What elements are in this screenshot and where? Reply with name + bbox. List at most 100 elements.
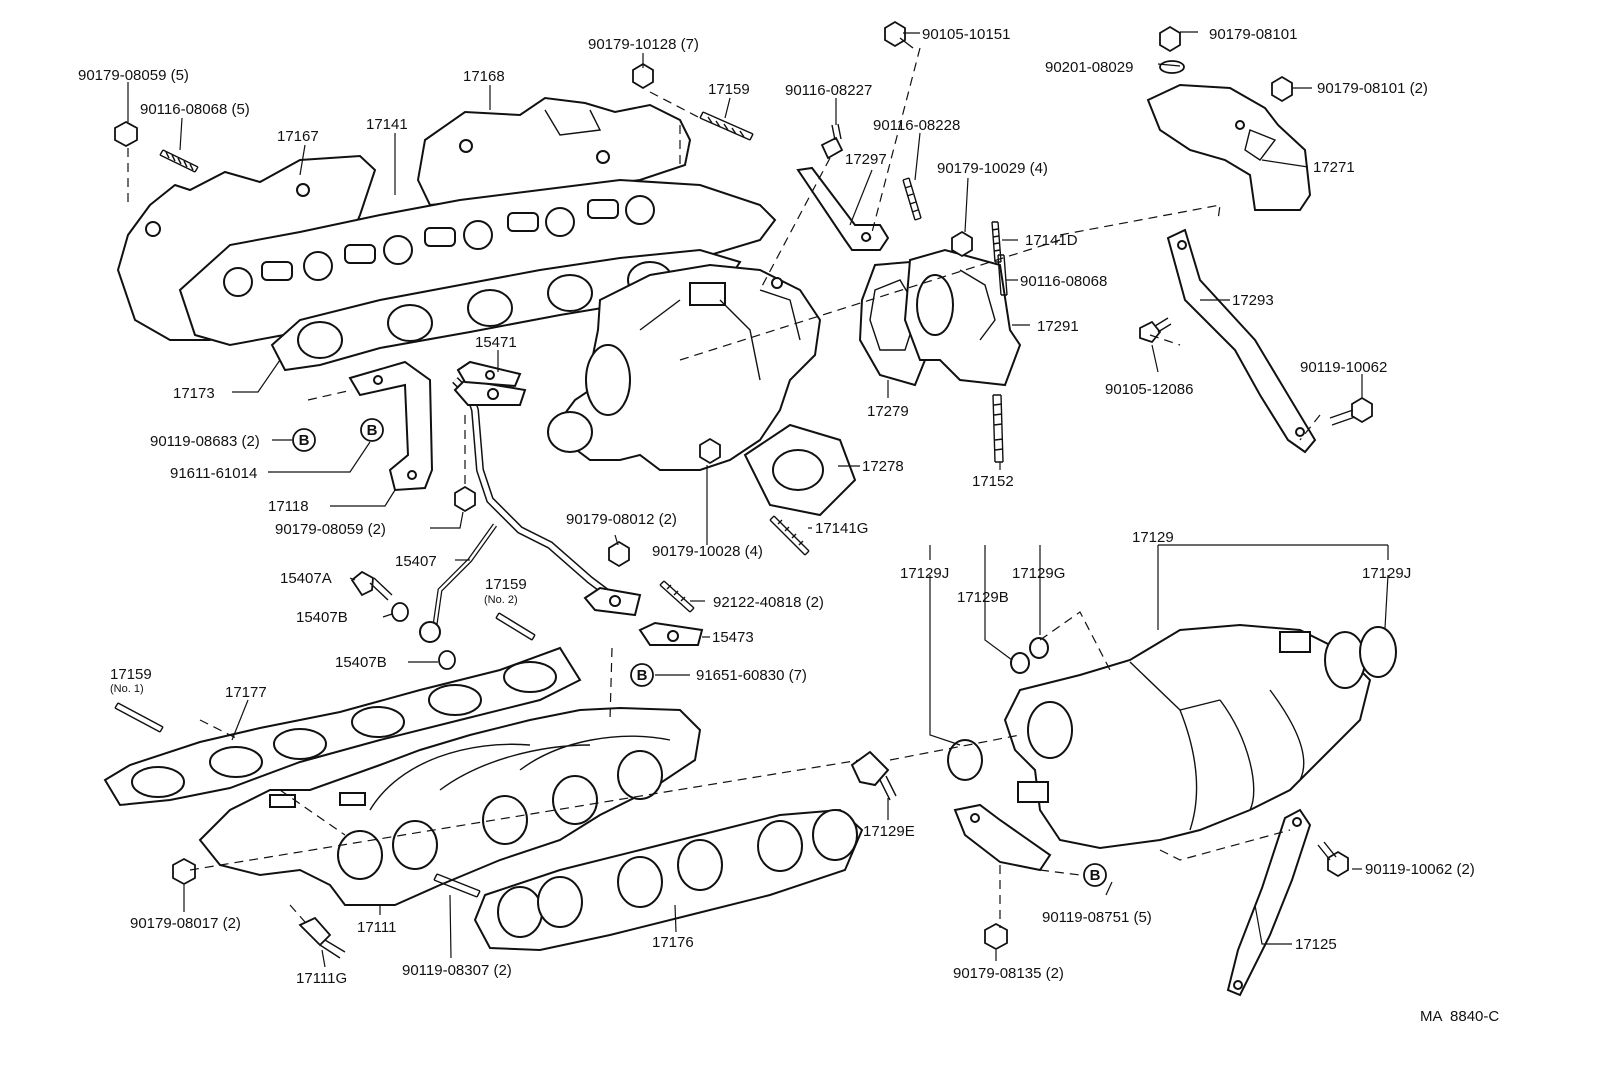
nut-90179-08101-icon [1159, 25, 1181, 53]
nut-90179-08059-2-icon [454, 485, 476, 513]
bracket-17297 [796, 166, 890, 251]
cap-17129J-right-icon [1359, 626, 1397, 678]
intake-gasket-17176 [473, 808, 864, 952]
label-17291: 17291 [1037, 318, 1079, 335]
stud-90116-08068b-icon [997, 254, 1008, 296]
label-17173: 17173 [173, 385, 215, 402]
label-17129B: 17129B [957, 589, 1009, 606]
stud-17159-icon [699, 111, 754, 141]
union-17111G-icon [298, 916, 346, 959]
label-17141G: 17141G [815, 520, 868, 537]
label-15407A: 15407A [280, 570, 332, 587]
stud-90116-08068-icon [159, 149, 199, 173]
stay-17293 [1166, 228, 1317, 454]
label-90119-08307-2: 90119-08307 (2) [402, 962, 512, 979]
union-17129E-icon [850, 750, 897, 801]
washer-90201-08029-icon [1159, 60, 1185, 74]
nut-90179-10029-icon [951, 230, 973, 258]
label-90179-08012-2: 90179-08012 (2) [566, 511, 677, 528]
label-17129J-b: 17129J [1362, 565, 1411, 582]
callout-b-91651-60830: B [630, 663, 654, 687]
label-17141: 17141 [366, 116, 408, 133]
label-90179-08135-2: 90179-08135 (2) [953, 965, 1064, 982]
intake-manifold-17111 [198, 706, 702, 906]
label-90119-10062-2: 90119-10062 (2) [1365, 861, 1475, 878]
label-90179-10128-7: 90179-10128 (7) [588, 36, 699, 53]
label-17129E: 17129E [863, 823, 915, 840]
stud-17159-no2-icon [495, 612, 536, 641]
nut-90179-08059-icon [114, 120, 138, 148]
callout-b-90119-08683: B [292, 428, 316, 452]
callout-b-91611-61014: B [360, 418, 384, 442]
label-90119-08683-2: 90119-08683 (2) [150, 433, 260, 450]
gasket-15471 [456, 360, 522, 388]
callout-b-text-1: B [299, 432, 310, 449]
part-labels: 90179-08059 (5) 90116-08068 (5) 17168 17… [78, 26, 1499, 1025]
label-15407: 15407 [395, 553, 437, 570]
stay-17125 [1226, 808, 1312, 997]
label-17129G: 17129G [1012, 565, 1065, 582]
label-17159-no2-sub: (No. 2) [484, 594, 518, 606]
callout-b-text-2: B [367, 422, 378, 439]
assembly-guide-lines [127, 47, 1321, 928]
nut-90179-08101-2-icon [1271, 75, 1293, 103]
label-15471: 15471 [475, 334, 517, 351]
label-90201-08029: 90201-08029 [1045, 59, 1133, 76]
stud-92122-40818-icon [659, 580, 695, 613]
label-17176: 17176 [652, 934, 694, 951]
label-90179-08059-2: 90179-08059 (2) [275, 521, 386, 538]
label-90105-12086: 90105-12086 [1105, 381, 1193, 398]
label-17279: 17279 [867, 403, 909, 420]
bolt-90105-12086-icon [1139, 317, 1172, 344]
bolt-90116-08227-icon [820, 123, 844, 160]
stud-17159-no1-icon [114, 702, 164, 733]
bolt-90119-10062-icon [1329, 396, 1373, 426]
label-15407B-a: 15407B [296, 609, 348, 626]
leader-lines [127, 31, 1389, 968]
label-17125: 17125 [1295, 936, 1337, 953]
union-bolt-15407A-icon [350, 570, 393, 601]
label-90179-08101-2: 90179-08101 (2) [1317, 80, 1428, 97]
turbocharger-assembly [547, 263, 822, 471]
label-90179-08059-5: 90179-08059 (5) [78, 67, 189, 84]
label-90116-08227: 90116-08227 [785, 82, 872, 99]
gasket-15473 [638, 621, 704, 646]
label-17111G: 17111G [296, 970, 347, 987]
stud-17152-icon [992, 394, 1004, 463]
label-17293: 17293 [1232, 292, 1274, 309]
turbine-outlet-gasket-17278 [743, 423, 857, 517]
label-91611-61014: 91611-61014 [170, 465, 257, 482]
callout-b-text-4: B [1090, 867, 1101, 884]
stud-90119-08307-icon [433, 873, 481, 898]
label-17159-no2: 17159 [485, 576, 527, 593]
label-17141D: 17141D [1025, 232, 1078, 249]
label-17152: 17152 [972, 473, 1014, 490]
label-17167: 17167 [277, 128, 319, 145]
label-90179-10028-4: 90179-10028 (4) [652, 543, 763, 560]
label-17159: 17159 [708, 81, 750, 98]
label-90119-08751-5: 90119-08751 (5) [1042, 909, 1152, 926]
bolt-90105-10151-icon [884, 20, 914, 49]
label-17159-no1: 17159 [110, 666, 152, 683]
intake-gasket-17177 [103, 646, 582, 807]
plug-17129G-icon [1029, 637, 1049, 659]
label-17118: 17118 [268, 498, 309, 515]
label-90105-10151: 90105-10151 [922, 26, 1010, 43]
label-91651-60830-7: 91651-60830 (7) [696, 667, 807, 684]
label-15407B-b: 15407B [335, 654, 387, 671]
surge-tank-bracket [953, 803, 1052, 872]
label-90179-08101: 90179-08101 [1209, 26, 1297, 43]
label-17297: 17297 [845, 151, 887, 168]
exhaust-manifold-17141 [178, 178, 777, 347]
label-17271: 17271 [1313, 159, 1355, 176]
label-17129J-a: 17129J [900, 565, 949, 582]
label-17159-no1-sub: (No. 1) [110, 683, 144, 695]
cap-17129J-left-icon [947, 739, 983, 781]
label-17278: 17278 [862, 458, 904, 475]
stud-90116-08228-icon [902, 177, 922, 221]
label-90116-08068-5: 90116-08068 (5) [140, 101, 250, 118]
label-15473: 15473 [712, 629, 754, 646]
nut-90179-08012-icon [608, 540, 630, 568]
label-17111: 17111 [357, 919, 397, 936]
